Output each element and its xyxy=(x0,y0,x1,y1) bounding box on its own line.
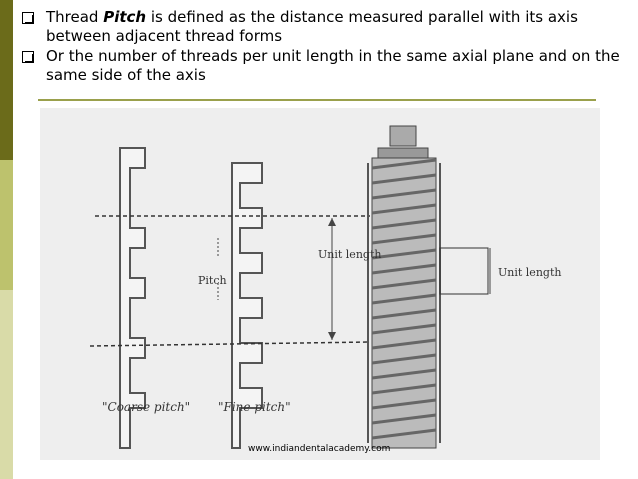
pitch-label: Pitch xyxy=(198,274,227,287)
unit-length-label: Unit length xyxy=(318,248,382,261)
bullet-item: Thread Pitch is defined as the distance … xyxy=(22,8,622,46)
square-bullet-icon xyxy=(22,12,34,24)
thread-pitch-figure: "Coarse pitch" "Fine pitch" Pitch Unit l… xyxy=(40,108,600,460)
bullet-emphasis: Pitch xyxy=(103,8,147,26)
implant-threads xyxy=(367,157,441,449)
fine-thread-profile xyxy=(231,162,263,449)
thread-diagram xyxy=(89,125,491,449)
coarse-thread-profile xyxy=(119,147,146,449)
footer-website: www.indiandentalacademy.com xyxy=(248,444,391,454)
bullet-text: Or the number of threads per unit length… xyxy=(46,47,620,84)
unit-length-label-implant: Unit length xyxy=(498,266,562,279)
square-bullet-icon xyxy=(22,51,34,63)
left-accent-bar xyxy=(0,0,13,479)
coarse-pitch-caption: "Coarse pitch" xyxy=(102,400,191,414)
divider-line xyxy=(38,99,596,101)
bullet-text-post: is defined as the distance measured para… xyxy=(46,8,578,45)
bullet-text-pre: Thread xyxy=(46,8,104,26)
bullet-item: Or the number of threads per unit length… xyxy=(22,47,622,85)
fine-pitch-caption: "Fine pitch" xyxy=(218,400,291,414)
bullet-list: Thread Pitch is defined as the distance … xyxy=(22,8,622,86)
